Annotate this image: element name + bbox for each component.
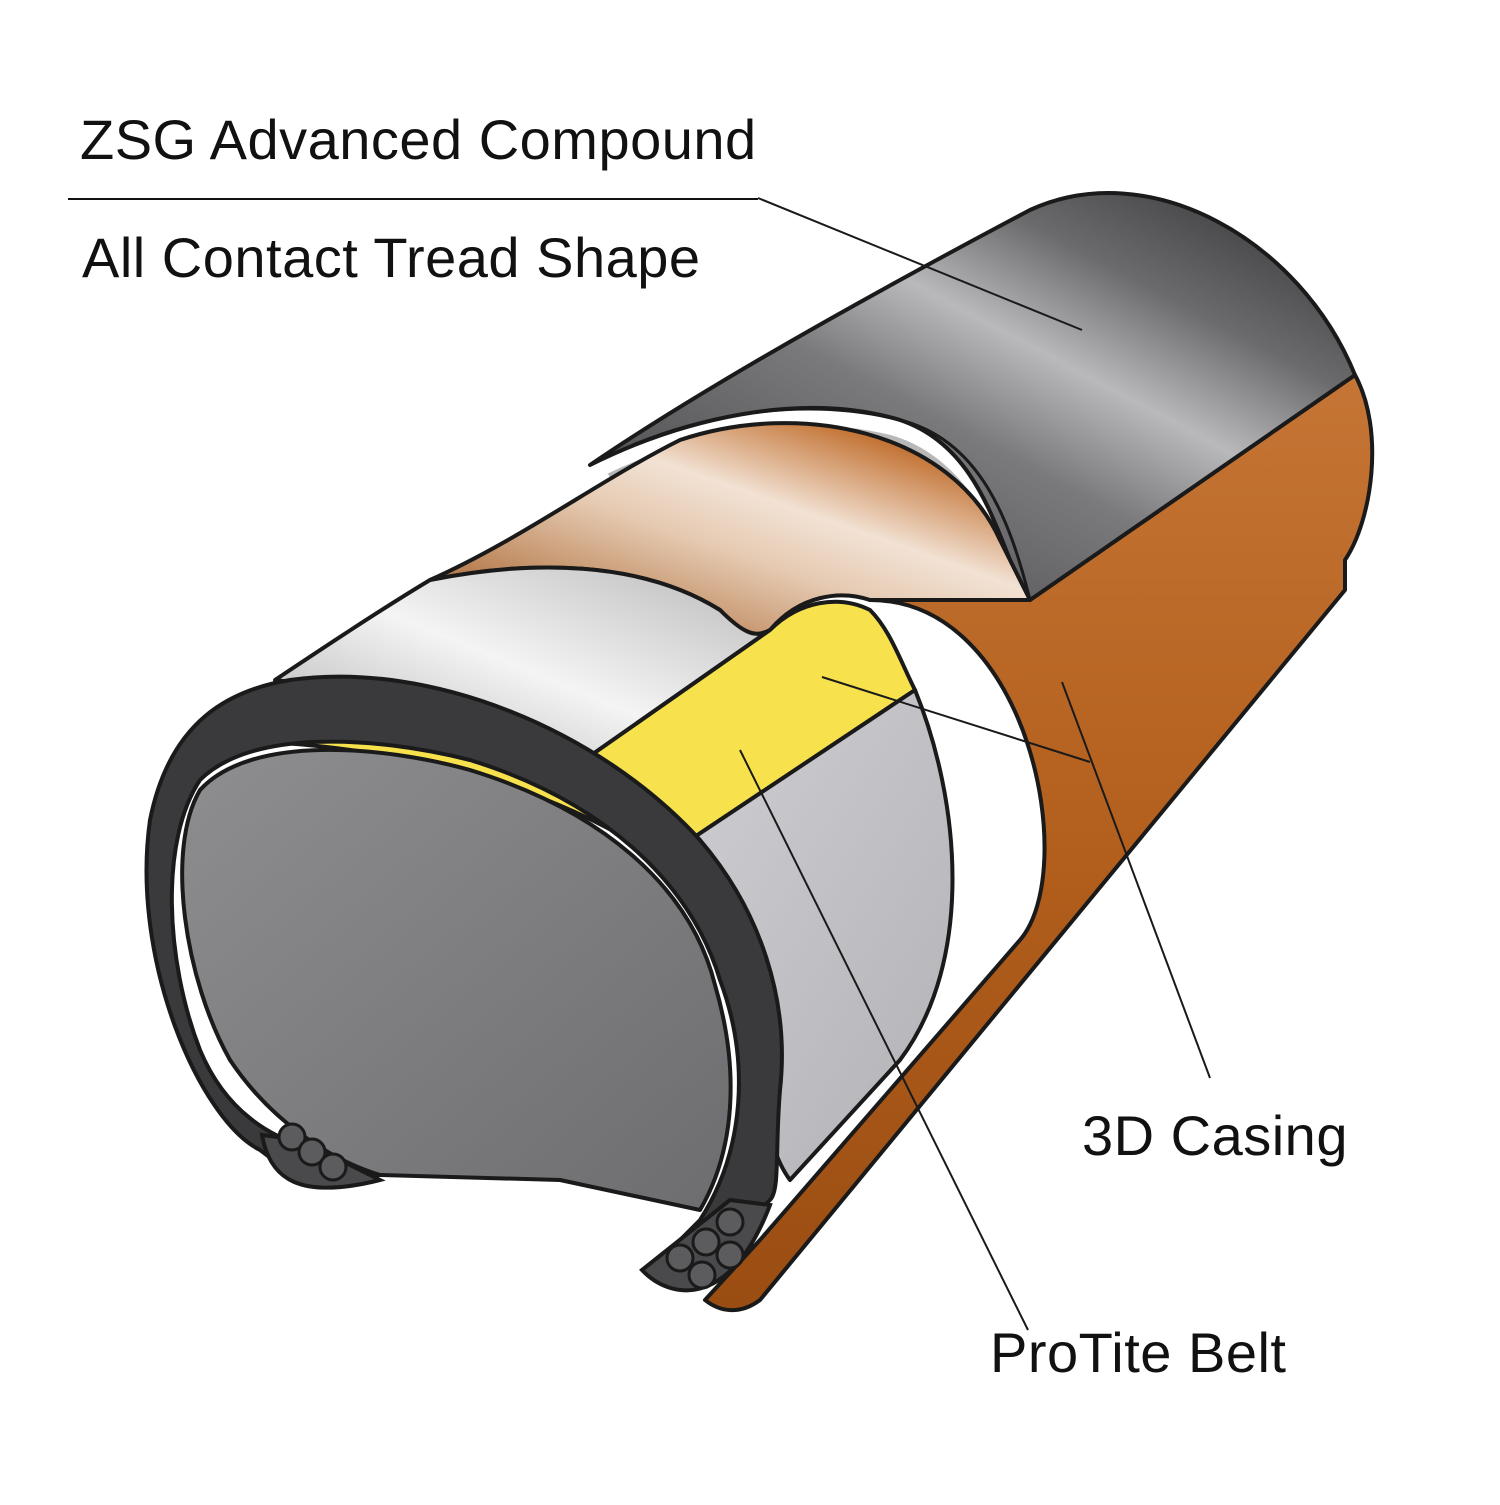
- bead-right: [639, 1197, 773, 1293]
- leader-line-casing: [1061, 681, 1211, 1079]
- label-zsg-compound: ZSG Advanced Compound: [80, 108, 757, 171]
- title-divider: [68, 198, 758, 200]
- leader-line-belt-to-casing: [821, 676, 1091, 763]
- label-tread-shape: All Contact Tread Shape: [82, 226, 701, 289]
- tread-cut-edge: [599, 407, 1032, 601]
- casing-side: [703, 373, 1375, 1313]
- label-3d-casing: 3D Casing: [1082, 1104, 1348, 1167]
- tire-interior: [180, 747, 733, 1212]
- bead-left: [259, 1122, 386, 1190]
- leader-line-belt: [739, 749, 1029, 1331]
- leader-line-compound: [757, 197, 1083, 331]
- label-protite-belt: ProTite Belt: [990, 1321, 1287, 1384]
